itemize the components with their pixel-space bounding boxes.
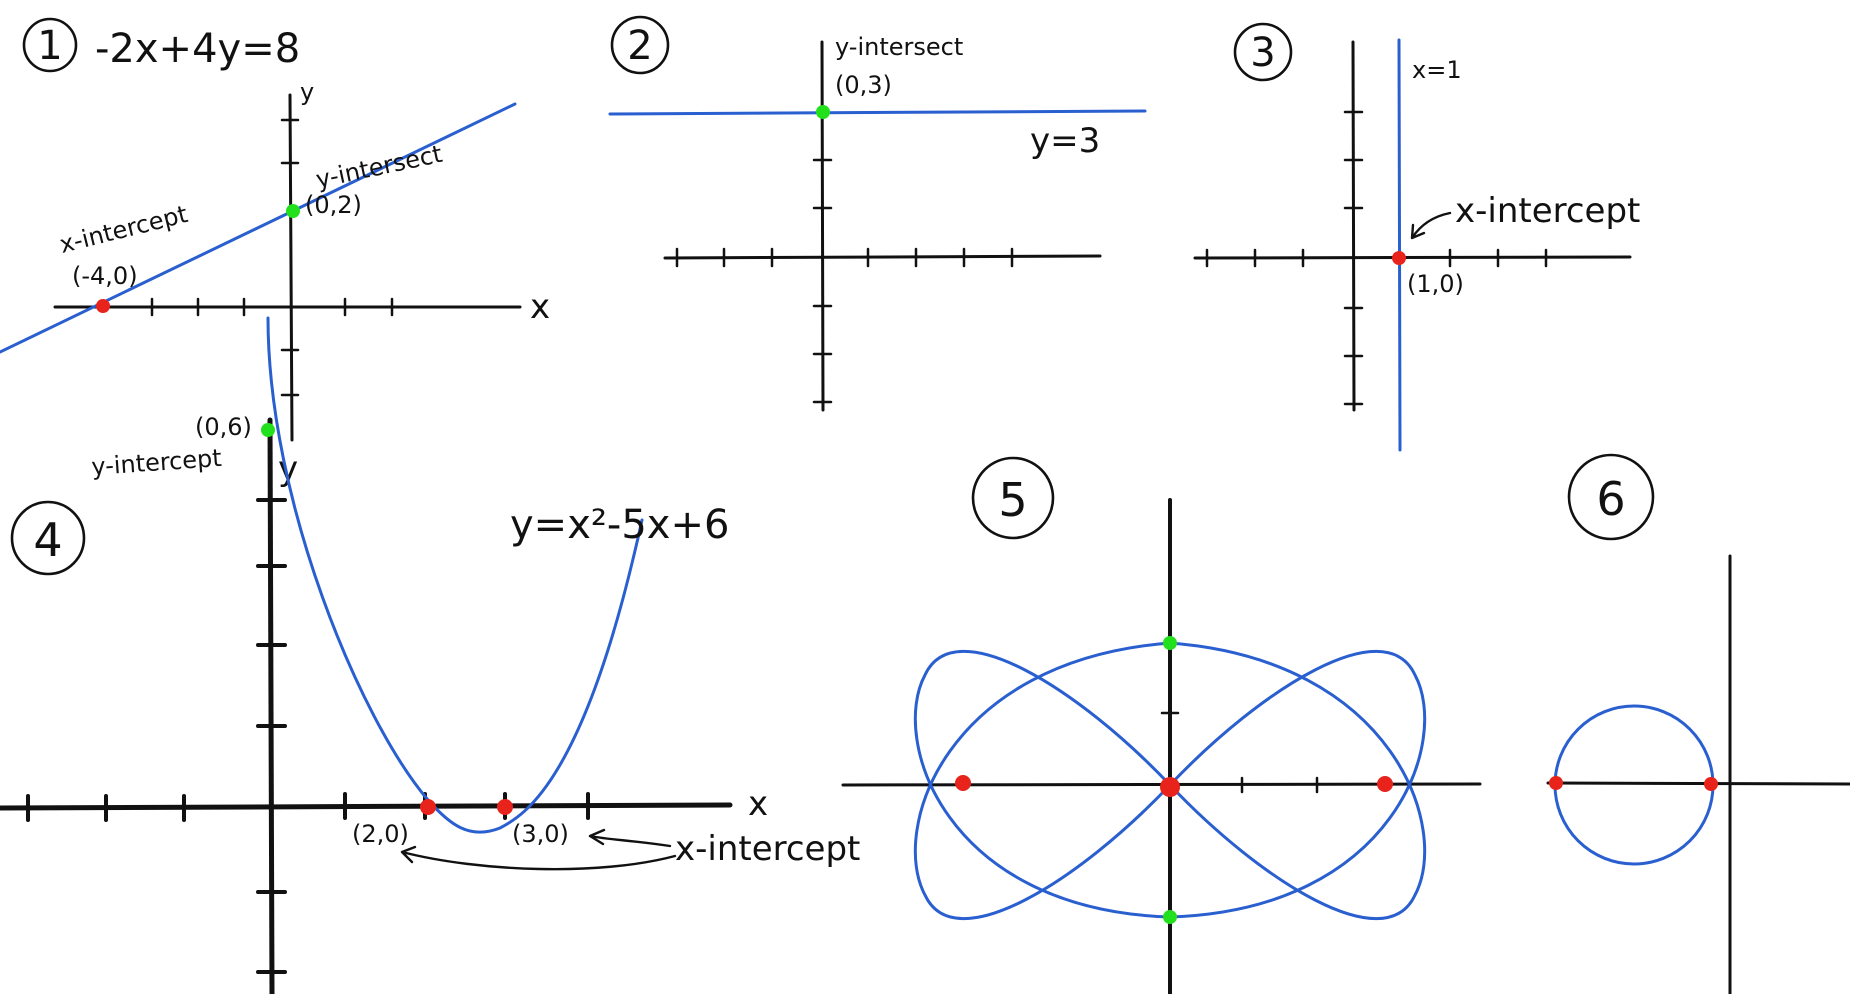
panel-5-ticks: [1160, 711, 1319, 794]
panel-3-number: 3: [1250, 30, 1275, 76]
panel-4-x-intercept-point-a: [420, 799, 436, 815]
panel-4-y-axis: [267, 417, 275, 994]
panel-2-y-ticks: [812, 158, 833, 404]
panel-3-x-intercept-coords: (1,0): [1407, 270, 1464, 298]
panel-3-x-intercept-label: x-intercept: [1455, 191, 1640, 231]
panel-6: 6: [1546, 453, 1850, 994]
panel-1-line: [0, 102, 517, 354]
panel-5-lobe-right: [1168, 641, 1427, 921]
panel-4-y-intercept-label: y-intercept: [90, 444, 222, 481]
panel-5-number: 5: [998, 473, 1027, 527]
panel-6-x-intercept-right: [1704, 777, 1718, 791]
panel-3-y-ticks: [1343, 110, 1364, 406]
panel-1-number: 1: [37, 23, 62, 69]
panel-5-y-intercept-top: [1163, 636, 1177, 650]
panel-1-x-intercept-point: [96, 299, 110, 313]
panel-1-y-intercept-point: [286, 204, 300, 218]
panel-5-number-badge: 5: [971, 456, 1055, 540]
panel-3-x-intercept-point: [1392, 251, 1406, 265]
panel-4-y-intercept-point: [261, 423, 275, 437]
panel-5-lobe-left-lower: [913, 649, 1172, 919]
panel-4-x-axis-label: x: [748, 784, 768, 824]
panel-6-number-badge: 6: [1567, 453, 1655, 541]
panel-3-number-badge: 3: [1233, 22, 1293, 82]
panel-6-number: 6: [1596, 472, 1625, 526]
panel-5-lobe-right-lower: [1168, 649, 1427, 919]
panel-1: 1 -2x+4y=8 x y x-intercept (-4,0) y-inte…: [0, 17, 550, 442]
panel-3-y-axis: [1351, 40, 1356, 412]
panel-5-x-intercept-left: [955, 775, 971, 791]
panel-6-x-axis: [1546, 781, 1850, 786]
panel-1-equation: -2x+4y=8: [95, 26, 300, 72]
panel-4-y-intercept-coords: (0,6): [195, 413, 252, 441]
panel-5: 5: [841, 456, 1482, 994]
panel-1-y-axis-label: y: [300, 78, 314, 106]
panel-4: 4 x y y=x²-5x+6 (0,6) y-intercep: [0, 316, 860, 994]
panel-2-equation: y=3: [1030, 121, 1100, 161]
panel-5-x-intercept-right: [1377, 776, 1393, 792]
panel-4-arrow-b: [588, 828, 672, 848]
panel-3-arrow: [1410, 211, 1452, 240]
panel-2-y-intercept-coords: (0,3): [835, 71, 892, 99]
panel-2: 2 y-intersect (0,3) y=3: [608, 15, 1147, 412]
panel-4-y-ticks: [256, 498, 287, 974]
panel-4-x-intercept-point-b: [497, 799, 513, 815]
panel-1-x-intercept-coords: (-4,0): [72, 262, 138, 290]
panel-1-x-axis-label: x: [530, 287, 550, 327]
panel-2-x-ticks: [675, 247, 1014, 268]
panel-2-y-intercept-point: [816, 105, 830, 119]
panel-4-parabola: [266, 316, 644, 834]
panel-2-x-axis: [663, 254, 1102, 260]
panel-4-x-axis: [0, 802, 733, 811]
panel-3-x-ticks: [1205, 248, 1548, 268]
panel-5-y-intercept-bottom: [1163, 910, 1177, 924]
panel-4-number-badge: 4: [10, 500, 86, 576]
panel-2-line: [608, 109, 1147, 116]
panel-3-line: [1397, 38, 1402, 452]
panel-4-x-intercept-coords-b: (3,0): [512, 820, 569, 848]
panel-4-x-intercept-coords-a: (2,0): [352, 820, 409, 848]
panel-4-arrow-a: [400, 845, 677, 871]
panel-4-number: 4: [33, 513, 62, 567]
panel-1-y-intercept-label: y-intersect: [313, 140, 444, 194]
panel-1-number-badge: 1: [22, 17, 78, 73]
panel-2-number-badge: 2: [610, 15, 670, 75]
panel-3-x-axis: [1193, 255, 1632, 260]
panel-2-y-intercept-label: y-intersect: [835, 33, 963, 61]
panel-3-equation: x=1: [1412, 56, 1462, 84]
panel-1-x-ticks: [150, 297, 394, 317]
panel-5-lobe-left: [913, 641, 1172, 921]
panel-1-y-intercept-coords: (0,2): [305, 191, 362, 219]
panel-6-circle: [1553, 704, 1715, 866]
panel-1-y-ticks: [280, 118, 300, 397]
panel-2-number: 2: [627, 23, 652, 69]
panel-5-origin-point: [1160, 777, 1180, 797]
panel-3: 3 x=1 x-intercept (1,0): [1193, 22, 1640, 452]
panel-1-y-axis: [288, 93, 294, 442]
panel-2-y-axis: [820, 40, 825, 412]
panel-4-x-intercept-label: x-intercept: [675, 829, 860, 869]
panel-1-x-intercept-label: x-intercept: [57, 200, 191, 259]
panel-6-x-intercept-left: [1549, 776, 1563, 790]
panel-4-equation: y=x²-5x+6: [510, 502, 729, 548]
